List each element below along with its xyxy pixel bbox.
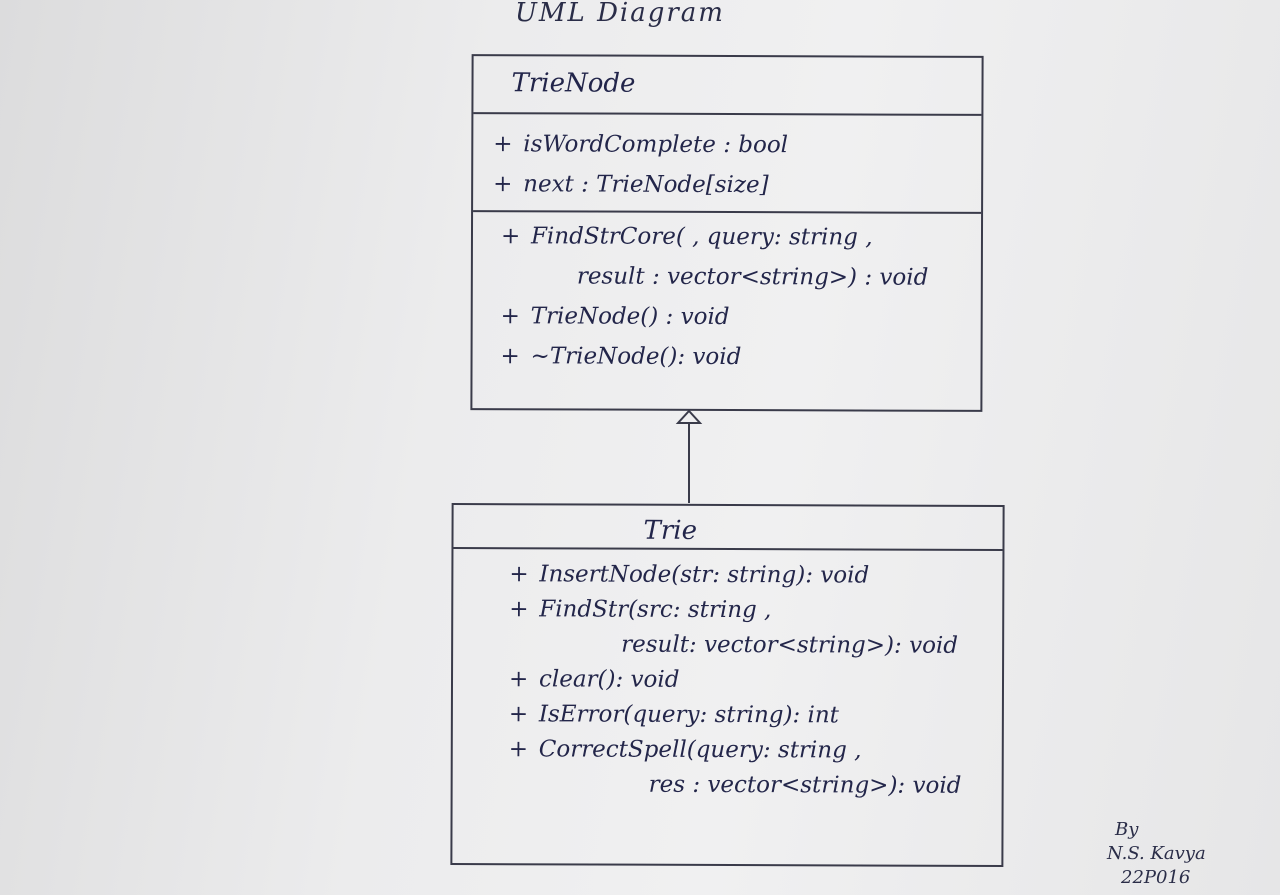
- signature-name: N.S. Kavya: [1107, 843, 1206, 864]
- inheritance-triangle-icon: [675, 409, 703, 424]
- method-text: InsertNode(str: string): void: [539, 561, 870, 589]
- methods-compartment-trie: + InsertNode(str: string): void + FindStr(…: [453, 549, 1003, 804]
- attributes-compartment-trienode: + isWordComplete : bool + next : TrieNode[…: [473, 114, 982, 214]
- signature-id: 22P016: [1121, 867, 1191, 888]
- method-row: + InsertNode(str: string): void: [509, 557, 1002, 594]
- method-row: + TrieNode() : void: [501, 296, 981, 338]
- method-continuation: result: vector<string>): void: [621, 631, 959, 659]
- methods-compartment-trienode: + FindStrCore( , query: string , result :…: [472, 212, 981, 378]
- method-text: clear(): void: [538, 666, 680, 693]
- author-signature: By N.S. Kavya 22P016: [1107, 818, 1206, 890]
- visibility-public: +: [509, 596, 529, 623]
- visibility-public: +: [508, 736, 529, 763]
- visibility-public: +: [500, 303, 521, 330]
- method-text: CorrectSpell(query: string ,: [538, 736, 862, 764]
- method-row: + FindStrCore( , query: string ,: [501, 216, 981, 258]
- method-continuation: res : vector<string>): void: [648, 771, 962, 799]
- attribute-row: + isWordComplete : bool: [493, 124, 981, 166]
- method-row: + ~TrieNode(): void: [500, 336, 980, 378]
- class-box-trienode: TrieNode +isWordComplete : bool +next : …: [470, 54, 984, 412]
- method-row: + clear(): void: [509, 662, 1002, 699]
- visibility-public: +: [509, 561, 529, 588]
- page-title: UML Diagram: [515, 0, 725, 28]
- signature-by: By: [1115, 819, 1139, 840]
- method-text: FindStr(src: string ,: [539, 596, 772, 624]
- method-row: + IsError(query: string): int: [509, 697, 1002, 734]
- method-text: IsError(query: string): int: [538, 701, 840, 729]
- visibility-public: +: [500, 343, 520, 370]
- class-name-trienode: TrieNode: [473, 56, 982, 116]
- attribute-text: next : TrieNode[size]: [523, 171, 769, 199]
- method-row: + CorrectSpell(query: string ,: [509, 732, 1002, 769]
- visibility-public: +: [508, 701, 529, 728]
- visibility-public: +: [508, 666, 529, 693]
- method-row: + FindStr(src: string ,: [509, 592, 1002, 629]
- attribute-text: isWordComplete : bool: [523, 131, 789, 159]
- visibility-public: +: [500, 223, 521, 250]
- visibility-public: +: [493, 131, 513, 158]
- method-text: FindStrCore( , query: string ,: [530, 223, 873, 251]
- method-continuation: result : vector<string>) : void: [576, 263, 929, 291]
- method-text: TrieNode() : void: [530, 303, 730, 331]
- attribute-row: + next : TrieNode[size]: [493, 164, 981, 206]
- class-box-trie: Trie + InsertNode(str: string): void + Fin…: [450, 503, 1005, 867]
- class-name-trie: Trie: [453, 505, 1003, 551]
- visibility-public: +: [493, 171, 513, 198]
- method-text: ~TrieNode(): void: [530, 343, 742, 371]
